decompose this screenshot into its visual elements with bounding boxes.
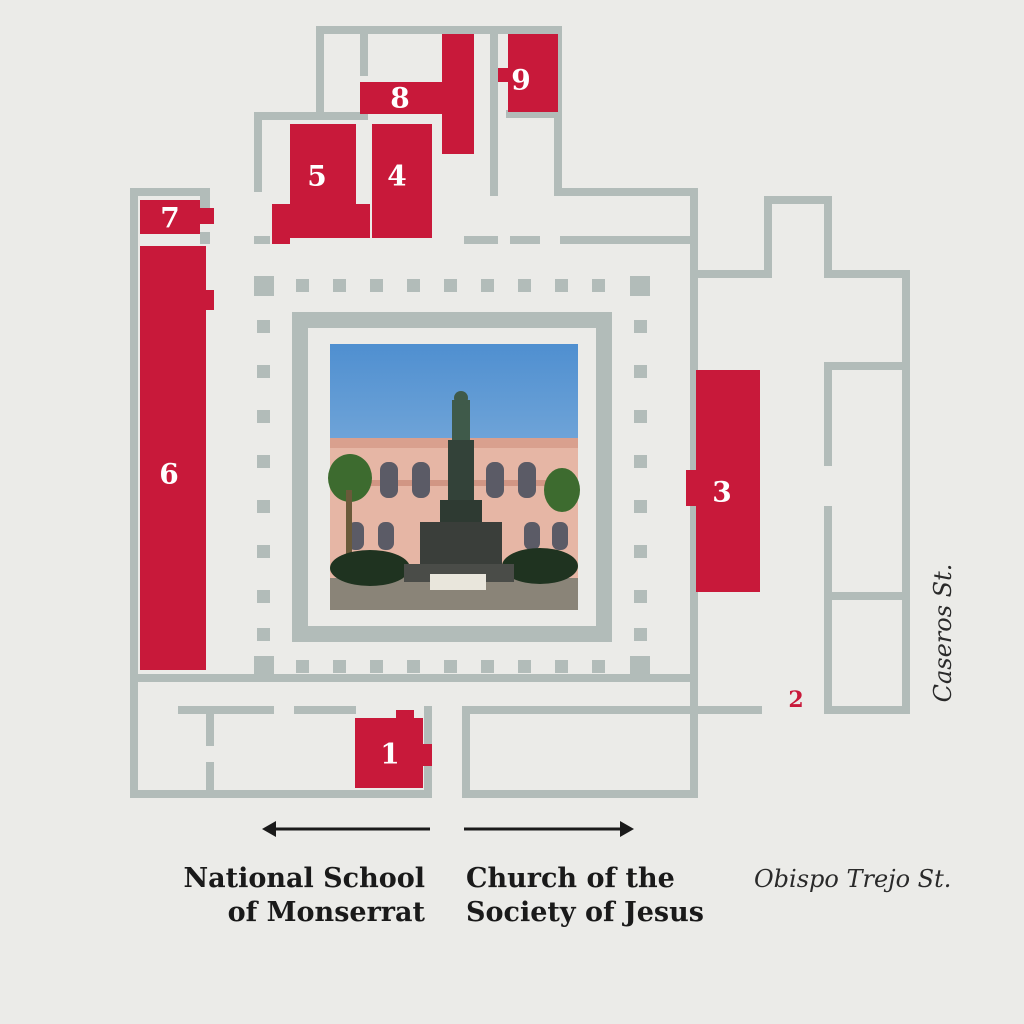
room-6-shape bbox=[140, 246, 206, 670]
room-5-label: 5 bbox=[307, 160, 326, 193]
room-4-label: 4 bbox=[387, 160, 406, 193]
room-7-shape bbox=[140, 200, 200, 234]
national-school-label: National School of Monserrat bbox=[183, 863, 425, 928]
obispo-trejo-street-label: Obispo Trejo St. bbox=[754, 865, 952, 893]
room-6-label: 6 bbox=[159, 458, 178, 491]
direction-arrows bbox=[262, 821, 634, 837]
arrow-right-icon bbox=[464, 821, 634, 837]
highlighted-rooms bbox=[140, 34, 760, 788]
room-4-shape bbox=[372, 124, 432, 238]
room-7-label: 7 bbox=[160, 202, 179, 235]
room-9-label: 9 bbox=[511, 64, 530, 97]
courtyard-pillars bbox=[254, 276, 650, 676]
arrow-left-icon bbox=[262, 821, 430, 837]
church-label: Church of the Society of Jesus bbox=[466, 863, 704, 928]
room-1-label: 1 bbox=[380, 738, 399, 771]
room-3-shape bbox=[696, 370, 760, 592]
courtyard-photo bbox=[328, 344, 580, 610]
room-1-shape bbox=[355, 718, 423, 788]
room-9-shape bbox=[508, 34, 558, 112]
room-8-shape bbox=[360, 82, 450, 114]
room-8-label: 8 bbox=[390, 82, 409, 115]
caseros-street-label: Caseros St. bbox=[929, 563, 957, 703]
room-2-label: 2 bbox=[788, 687, 803, 713]
room-3-label: 3 bbox=[712, 476, 731, 509]
walls bbox=[130, 26, 910, 798]
room-5-shape bbox=[272, 124, 370, 244]
room-8-wing bbox=[442, 34, 474, 154]
room-numbers: 1 3 4 5 6 7 8 9 2 bbox=[159, 64, 803, 771]
